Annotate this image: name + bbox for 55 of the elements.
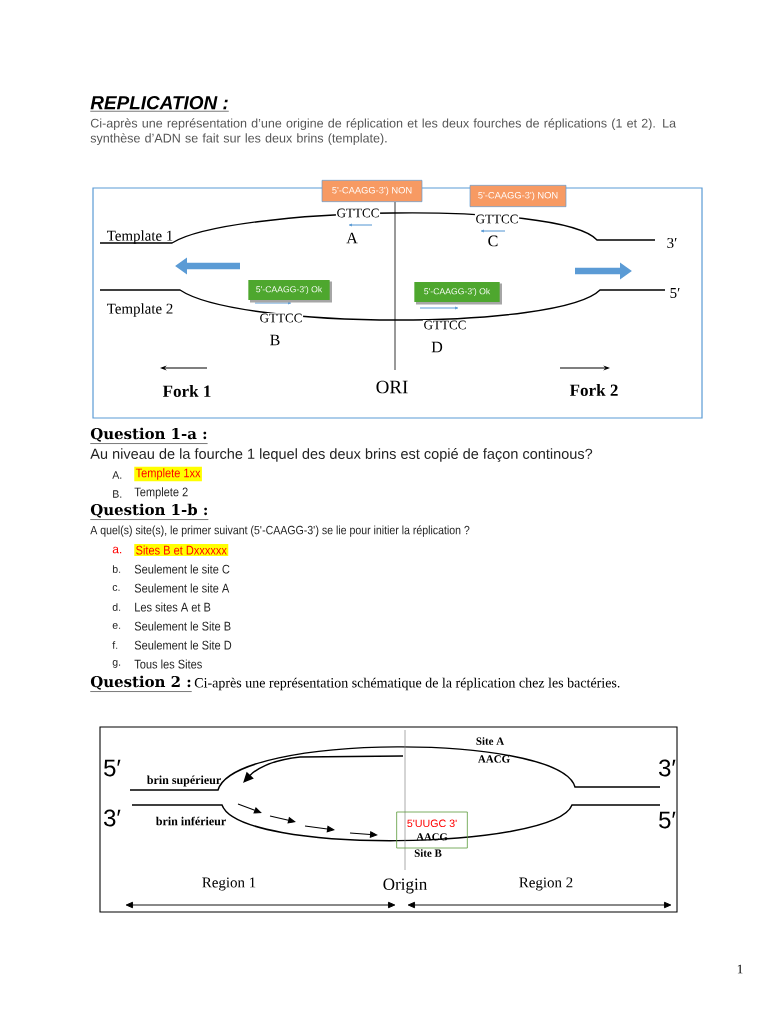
strand-end-label: 3′ bbox=[104, 809, 121, 827]
question-heading: Question 2 : bbox=[90, 675, 192, 692]
strand-end-label: 3′ bbox=[667, 238, 677, 248]
answer-option: Seulement le Site D bbox=[134, 640, 232, 650]
list-marker: b. bbox=[112, 565, 121, 573]
strand-end-label: 5′ bbox=[670, 288, 680, 298]
region-label: Region 2 bbox=[519, 877, 573, 891]
primer-box: 5'-CAAGG-3') NON bbox=[321, 180, 423, 202]
region-label: Region 1 bbox=[202, 877, 256, 891]
list-marker: d. bbox=[112, 603, 121, 611]
list-marker: e. bbox=[112, 623, 121, 629]
strand-end-label: 3′ bbox=[659, 759, 676, 777]
site-label: Site A bbox=[476, 737, 505, 745]
origin-label: ORI bbox=[376, 380, 408, 394]
site-label: B bbox=[270, 334, 280, 346]
list-marker: A. bbox=[112, 471, 122, 479]
primer-box: 5'-CAAGG-3') Ok bbox=[414, 282, 502, 305]
title: REPLICATION : bbox=[90, 95, 229, 112]
question-heading: Question 1-b : bbox=[90, 503, 209, 520]
fork-label: Fork 2 bbox=[569, 384, 618, 396]
strand-label: brin supérieur bbox=[147, 775, 221, 787]
primer-box: 5'UUGC 3' AACG bbox=[396, 811, 468, 849]
page-number: 1 bbox=[737, 964, 743, 974]
strand-label: Template 2 bbox=[107, 303, 173, 317]
answer-option: Templete 2 bbox=[134, 487, 188, 499]
fork-label: Fork 1 bbox=[162, 385, 211, 397]
answer-option: Seulement le Site B bbox=[134, 621, 231, 631]
primer-box: 5'-CAAGG-3') NON bbox=[469, 185, 567, 207]
strand-label: Template 1 bbox=[107, 230, 173, 244]
list-marker: g. bbox=[112, 660, 121, 668]
origin-label: Origin bbox=[383, 878, 428, 894]
highlighted-answer: Templete 1xx bbox=[134, 466, 202, 482]
strand-end-label: 5′ bbox=[659, 811, 676, 829]
sequence-label: GTTCC bbox=[422, 319, 468, 331]
list-marker: a. bbox=[112, 546, 122, 554]
answer-option: Seulement le site C bbox=[134, 564, 230, 574]
question-text: A quel(s) site(s), le primer suivant (5'-CAAGG-3') se lie pour initier la réplication ? bbox=[90, 525, 470, 537]
site-label: D bbox=[431, 341, 443, 353]
list-marker: B. bbox=[113, 490, 122, 498]
highlighted-answer: Sites B et Dxxxxxx bbox=[134, 544, 229, 556]
strand-label: brin inférieur bbox=[156, 816, 226, 826]
strand-end-label: 5′ bbox=[104, 759, 121, 777]
answer-option: Tous les Sites bbox=[134, 659, 202, 669]
intro-text: Ci-après une représentation d’une origine de réplication et les deux fourches de réplications (1 et 2). La synthèse d’ADN se fait sur les deux brins (template). bbox=[90, 118, 677, 145]
question-heading: Question 1-a : bbox=[90, 427, 208, 444]
primer-box: 5'-CAAGG-3') Ok bbox=[248, 280, 332, 303]
answer-option: Les sites A et B bbox=[135, 602, 211, 612]
site-label: A bbox=[346, 232, 358, 244]
question-text: Ci-après une représentation schématique de la réplication chez les bactéries. bbox=[194, 677, 620, 691]
list-marker: c. bbox=[112, 585, 120, 591]
answer-option: Seulement le site A bbox=[134, 583, 230, 593]
site-label: AACG bbox=[478, 755, 510, 763]
list-marker: f. bbox=[112, 641, 118, 649]
question-text: Au niveau de la fourche 1 lequel des deux brins est copié de façon continous? bbox=[90, 448, 593, 462]
site-label: C bbox=[488, 235, 498, 247]
